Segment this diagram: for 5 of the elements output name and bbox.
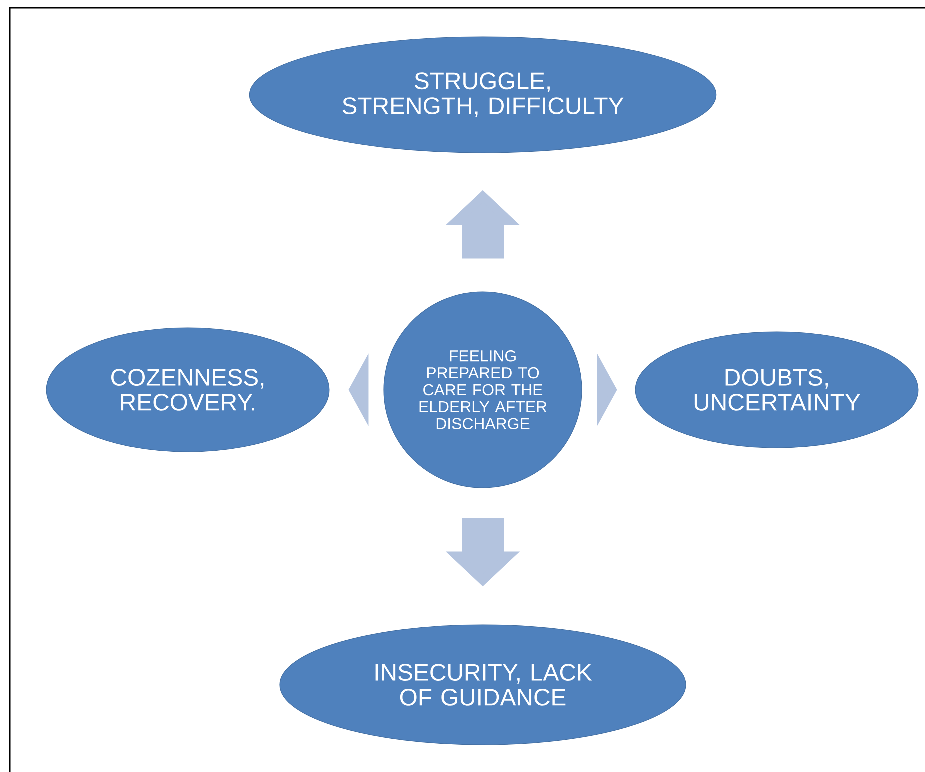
ellipse-node: STRUGGLE, STRENGTH, DIFFICULTY [249,36,717,154]
ellipse-node: COZENNESS, RECOVERY. [46,328,330,452]
circle-node: FEELING PREPARED TO CARE FOR THE ELDERLY AFTER DISCHARGE [384,292,582,488]
ellipse-node: INSECURITY, LACK OF GUIDANCE [280,624,686,746]
ellipse-node: DOUBTS, UNCERTAINTY [635,332,919,448]
